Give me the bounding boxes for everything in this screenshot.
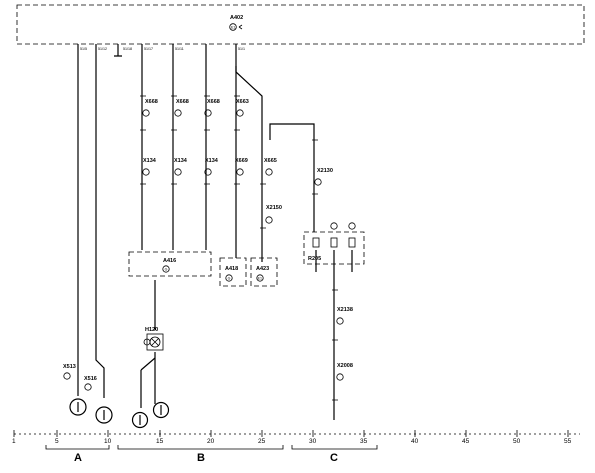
connector-x134-3: X134 [205, 158, 219, 164]
a402-pin-label: 51/5 [80, 47, 87, 51]
svg-text:E1: E1 [231, 25, 235, 29]
connector-x2150: X2150 [266, 205, 282, 211]
module-a402-label: A402 [230, 15, 243, 21]
svg-text:40: 40 [411, 438, 419, 445]
gauges [69, 398, 170, 429]
svg-text:30: 30 [309, 438, 317, 445]
a402-pin-label: 51/1 [238, 47, 245, 51]
resistor-icon [348, 237, 356, 248]
module-a423-label: A423 [256, 266, 269, 272]
section-a-label: A [74, 452, 82, 464]
a402-pin-label: 51/17 [144, 47, 153, 51]
svg-text:45: 45 [462, 438, 470, 445]
connector-labels: X668 X668 X668 X663 X134 X134 X134 X669 … [63, 99, 353, 391]
connector-x665: X665 [264, 158, 277, 164]
connector-x134-2: X134 [174, 158, 188, 164]
module-a423: A423 E1 [250, 257, 278, 287]
resistor-icon [330, 237, 338, 248]
connector-x663: X663 [236, 99, 249, 105]
module-a418: A418 G [219, 257, 247, 287]
svg-text:25: 25 [258, 438, 266, 445]
svg-text:35: 35 [360, 438, 368, 445]
connector-ticks [140, 95, 338, 401]
svg-text:1: 1 [12, 438, 16, 445]
svg-text:20: 20 [207, 438, 215, 445]
connector-x516: X516 [84, 376, 97, 382]
connector-x134-1: X134 [143, 158, 157, 164]
module-r205: R205 [303, 222, 365, 265]
svg-text:15: 15 [156, 438, 164, 445]
wires [77, 44, 353, 420]
svg-text:50: 50 [513, 438, 521, 445]
gauge-circle-icon [69, 398, 87, 416]
module-a416: A416 G [128, 251, 212, 277]
gauge-circle-icon [152, 401, 170, 419]
svg-text:G: G [165, 267, 168, 271]
module-a416-label: A416 [163, 258, 176, 264]
connector-x513: X513 [63, 364, 76, 370]
connector-x669: X669 [235, 158, 248, 164]
module-a402: A402 E1 [16, 4, 585, 45]
connector-x2130: X2130 [317, 168, 333, 174]
connector-x668-3: X668 [207, 99, 220, 105]
resistor-icon [312, 237, 320, 248]
scale-bar: 1 5 10 15 20 25 30 35 40 45 50 55 A B C [12, 430, 580, 464]
module-r205-label: R205 [308, 256, 321, 262]
lamp-h120-label: H120 [145, 327, 158, 333]
connector-x2008: X2008 [337, 363, 353, 369]
a402-pin-label: 51/18 [123, 47, 132, 51]
a402-pin-label: 51/11 [175, 47, 184, 51]
svg-text:5: 5 [55, 438, 59, 445]
gauge-circle-icon [95, 406, 113, 424]
svg-text:G: G [228, 276, 231, 280]
lamp-h120: H120 [143, 327, 164, 351]
gauge-circle-icon [131, 411, 149, 429]
connector-x2138: X2138 [337, 307, 353, 313]
section-c-label: C [330, 452, 338, 464]
svg-text:10: 10 [104, 438, 112, 445]
a402-pin-label: 51/12 [98, 47, 107, 51]
section-b-label: B [197, 452, 205, 464]
connector-x668-1: X668 [145, 99, 158, 105]
module-a418-label: A418 [225, 266, 238, 272]
connector-x668-2: X668 [176, 99, 189, 105]
svg-text:55: 55 [564, 438, 572, 445]
svg-text:E1: E1 [258, 276, 262, 280]
